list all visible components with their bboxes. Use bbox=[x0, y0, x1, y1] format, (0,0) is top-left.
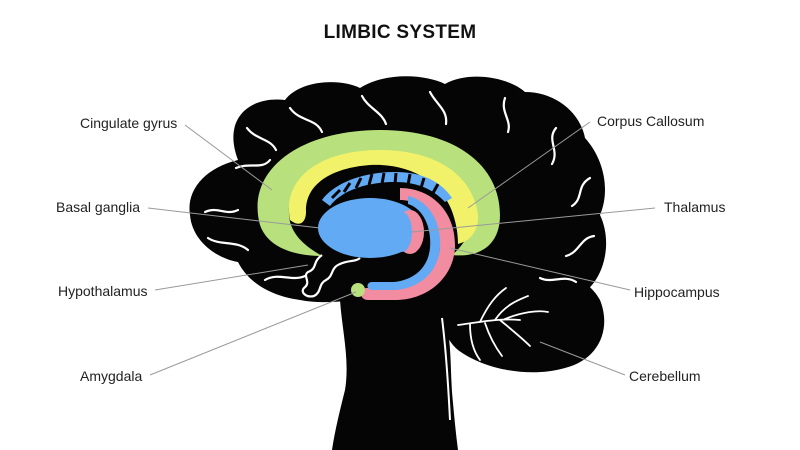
cerebellum-shape bbox=[439, 263, 605, 373]
leader-hippocampus bbox=[449, 247, 631, 291]
amygdala-region bbox=[351, 283, 365, 297]
brain-silhouette bbox=[189, 76, 607, 450]
leader-hypothalamus bbox=[154, 264, 309, 291]
leader-cerebellum bbox=[539, 341, 626, 376]
leader-thalamus bbox=[411, 207, 656, 233]
leader-lines bbox=[147, 121, 656, 376]
brainstem-line bbox=[441, 317, 451, 421]
label-cingulate-gyrus: Cingulate gyrus bbox=[80, 115, 178, 131]
diagram-title: LIMBIC SYSTEM bbox=[323, 22, 477, 43]
leader-basal-ganglia bbox=[147, 207, 321, 229]
label-basal-ganglia: Basal ganglia bbox=[56, 199, 141, 215]
cerebellum-branches bbox=[457, 287, 549, 361]
leader-amygdala bbox=[149, 291, 357, 376]
leader-cingulate-gyrus bbox=[184, 124, 273, 191]
hypothalamus-region bbox=[301, 254, 361, 298]
brainstem-shape bbox=[332, 297, 458, 450]
corpus-callosum-region bbox=[288, 150, 478, 244]
fiber-gaps bbox=[330, 172, 440, 200]
leader-corpus-callosum bbox=[467, 121, 591, 209]
cerebrum bbox=[189, 76, 607, 320]
label-cerebellum: Cerebellum bbox=[629, 368, 701, 384]
basal-ganglia-fibers bbox=[322, 172, 452, 206]
label-hippocampus: Hippocampus bbox=[634, 284, 720, 300]
fornix-arch bbox=[308, 167, 456, 240]
thalamus-overlap bbox=[392, 212, 412, 252]
cingulate-gyrus-region bbox=[257, 130, 500, 256]
brain-sulci bbox=[203, 90, 596, 284]
label-amygdala: Amygdala bbox=[80, 368, 143, 384]
label-corpus-callosum: Corpus Callosum bbox=[597, 113, 705, 129]
label-hypothalamus: Hypothalamus bbox=[58, 283, 148, 299]
label-thalamus: Thalamus bbox=[664, 199, 726, 215]
